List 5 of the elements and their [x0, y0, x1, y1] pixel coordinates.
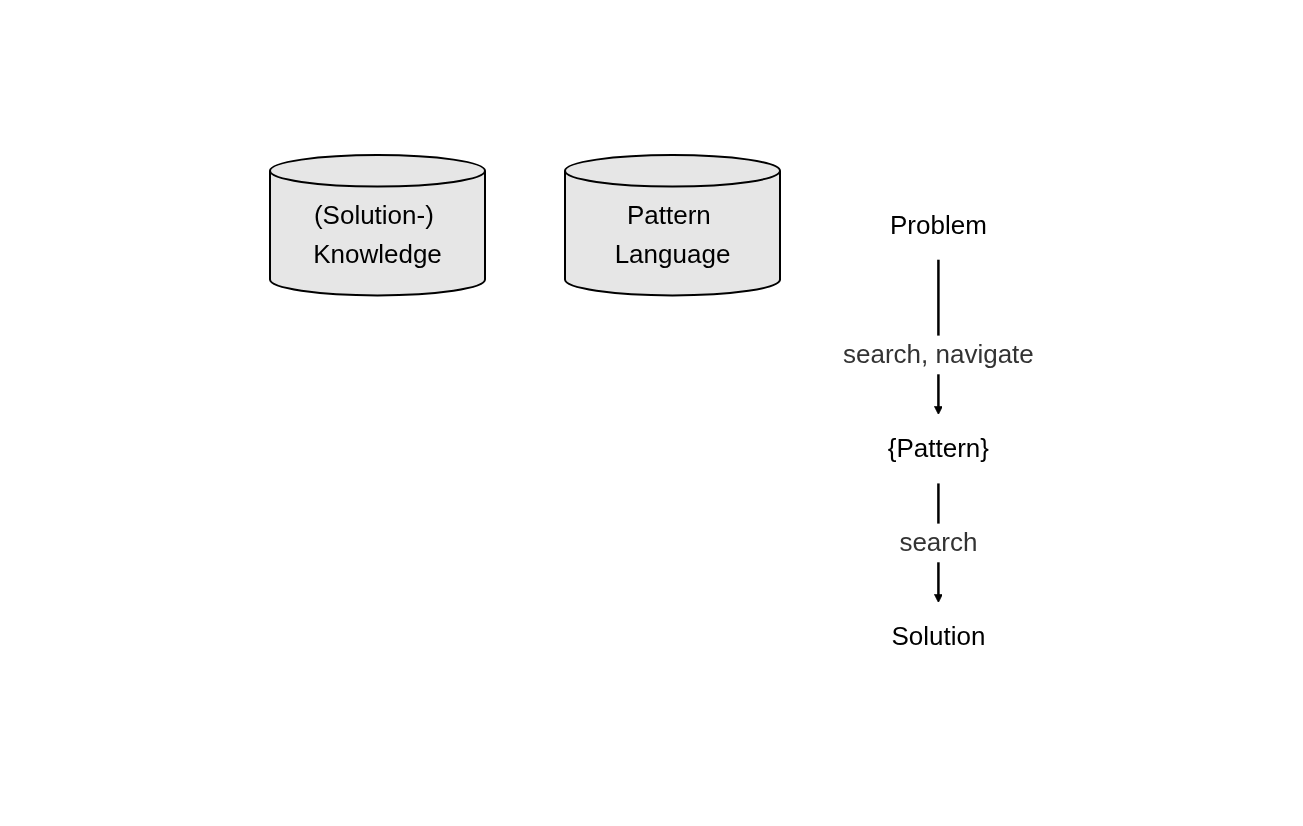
node-text: Problem: [889, 209, 987, 240]
node-text: Solution: [891, 621, 985, 652]
edge-label: search, navigate: [842, 339, 1034, 370]
node-text: {Pattern}: [887, 433, 989, 464]
edge-label: search: [898, 527, 978, 558]
